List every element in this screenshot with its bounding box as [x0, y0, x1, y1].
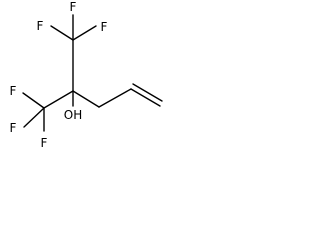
bond-ch-to-ch2-terminal-b: [132, 83, 163, 102]
atom-f-bottom: F: [41, 136, 48, 150]
bond-central-to-ch2: [72, 90, 100, 108]
atom-f-top-center: F: [70, 0, 77, 14]
bond-ch-to-ch2-terminal-a: [130, 88, 161, 107]
bond-central-to-lower-cf3: [43, 90, 74, 109]
bond-upper-cf3-f-top-left: [50, 25, 74, 41]
atom-hydroxyl: OH: [64, 108, 82, 122]
bond-ch2-to-ch: [98, 88, 132, 108]
bonds: [22, 14, 163, 132]
bond-lower-cf3-f-left-lower: [23, 107, 45, 128]
structure-diagram: F F F F F F OH: [10, 0, 163, 150]
atom-f-top-left: F: [37, 19, 44, 33]
atom-labels: F F F F F F OH: [10, 0, 108, 150]
atom-f-top-right: F: [101, 20, 108, 34]
bond-lower-cf3-f-left-upper: [22, 92, 45, 109]
atom-f-left-lower: F: [10, 121, 17, 135]
atom-f-left-upper: F: [10, 84, 17, 98]
bond-upper-cf3-f-top-right: [72, 25, 97, 41]
